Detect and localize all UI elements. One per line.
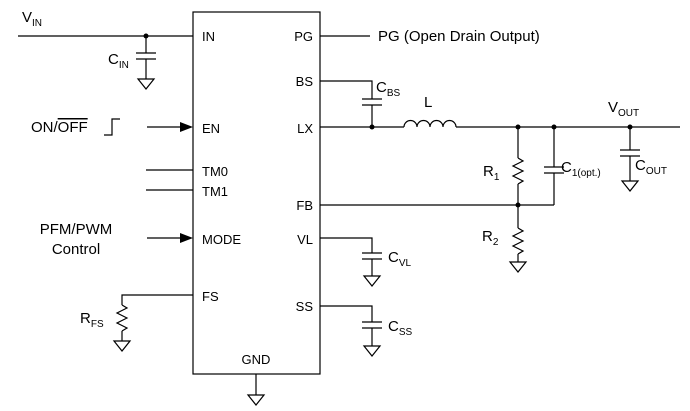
- cbs-label: CBS: [376, 79, 401, 99]
- css-ground-icon: [362, 345, 382, 357]
- r2-ground-icon: [508, 261, 528, 273]
- r1-resistor: [511, 157, 525, 185]
- inductor-label: L: [424, 94, 432, 111]
- rfs-label: RFS: [80, 310, 104, 330]
- cvl-label: CVL: [388, 249, 412, 269]
- pin-tm0-label: TM0: [202, 164, 228, 179]
- pin-pg-label: PG: [294, 29, 313, 44]
- pin-ss-label: SS: [296, 299, 314, 314]
- c1-label: C1(opt.): [561, 159, 601, 179]
- pin-in-label: IN: [202, 29, 215, 44]
- r2-label: R2: [482, 228, 499, 248]
- rfs-ground-icon: [112, 340, 132, 352]
- cout-ground-icon: [620, 180, 640, 192]
- pin-en-label: EN: [202, 121, 220, 136]
- cin-ground-icon: [136, 78, 156, 90]
- on-off-label: ON/OFF: [31, 119, 88, 136]
- pg-output-label: PG (Open Drain Output): [378, 28, 540, 45]
- r2-resistor: [511, 227, 525, 255]
- pin-tm1-label: TM1: [202, 184, 228, 199]
- ss-wire: [320, 305, 373, 322]
- pin-mode-label: MODE: [202, 232, 241, 247]
- css-label: CSS: [388, 318, 413, 338]
- control-label: Control: [52, 241, 100, 258]
- pin-gnd-label: GND: [242, 352, 271, 367]
- enable-step-icon: [104, 118, 120, 136]
- junction-lx: [369, 124, 375, 130]
- vin-label: VIN: [22, 9, 42, 29]
- bs-wire: [320, 80, 373, 99]
- r1-label: R1: [483, 163, 500, 183]
- vl-wire: [320, 237, 373, 253]
- ic-ground-icon: [246, 394, 266, 406]
- cin-label: CIN: [108, 51, 129, 71]
- fs-wire: [121, 294, 193, 305]
- rfs-resistor: [115, 304, 129, 332]
- pin-fb-label: FB: [296, 198, 313, 213]
- mode-arrow-icon: [180, 233, 193, 243]
- pin-vl-label: VL: [297, 232, 313, 247]
- pfm-pwm-label: PFM/PWM: [40, 221, 113, 238]
- pin-bs-label: BS: [296, 74, 314, 89]
- cout-label: COUT: [635, 157, 667, 177]
- cvl-ground-icon: [362, 275, 382, 287]
- en-arrow-icon: [180, 122, 193, 132]
- inductor-l: [403, 119, 457, 128]
- pin-fs-label: FS: [202, 289, 219, 304]
- vout-label: VOUT: [608, 99, 639, 119]
- pin-lx-label: LX: [297, 121, 313, 136]
